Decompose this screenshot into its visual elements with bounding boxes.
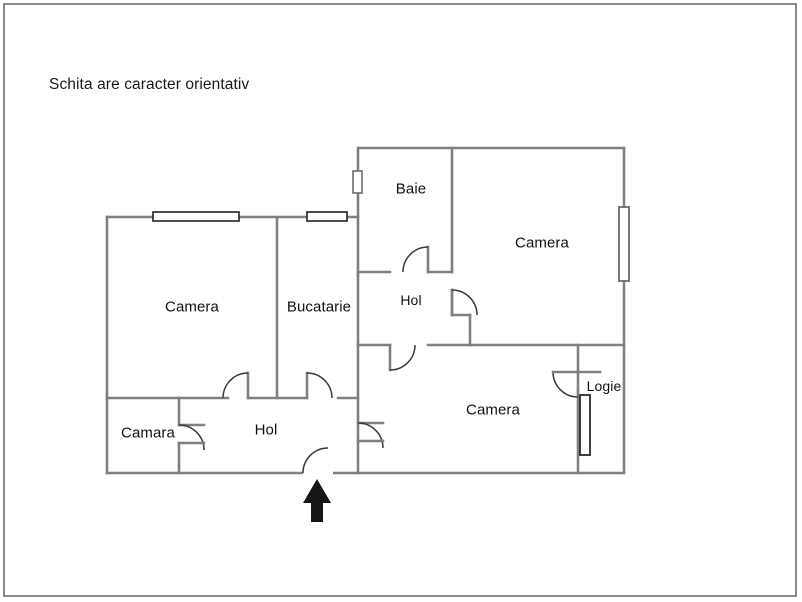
window-logie (579, 394, 591, 456)
room-label-camera-right-bottom: Camera (466, 401, 520, 419)
window-camera-right (618, 206, 630, 282)
door-arc-entrance (302, 447, 329, 474)
entrance-wall-gap (303, 469, 333, 477)
room-label-hol-main: Hol (254, 421, 278, 439)
page-title: Schita are caracter orientativ (49, 76, 250, 93)
door-stub-lines-group (177, 370, 580, 445)
room-label-camera-left: Camera (165, 298, 219, 316)
door-jambs-group (177, 245, 580, 427)
window-baie-left (352, 170, 363, 194)
entrance-arrow-shape (303, 479, 331, 522)
door-arc-logie (552, 371, 579, 398)
entrance-arrow (303, 479, 331, 522)
window-bucatarie-top (306, 211, 348, 222)
door-arcs-group (178, 246, 579, 474)
room-label-camera-right-top: Camera (515, 234, 569, 252)
page-border-frame (3, 3, 797, 597)
window-camera-left-top (152, 211, 240, 222)
room-label-camara: Camara (121, 424, 175, 442)
room-label-baie: Baie (395, 180, 427, 198)
door-arc-bucatarie-hol (306, 372, 333, 399)
door-arc-camara-hol (178, 424, 205, 451)
door-arc-camera-hol (222, 372, 249, 399)
door-arc-holsmall-camera (451, 289, 478, 316)
door-arc-hol-corridor (357, 422, 384, 449)
windows-group (152, 170, 630, 456)
room-label-bucatarie: Bucatarie (286, 298, 352, 316)
door-arc-baie (402, 246, 429, 273)
room-label-hol-small: Hol (400, 292, 422, 308)
room-label-logie: Logie (586, 378, 622, 394)
door-arc-holsmall-bottom (389, 344, 416, 371)
